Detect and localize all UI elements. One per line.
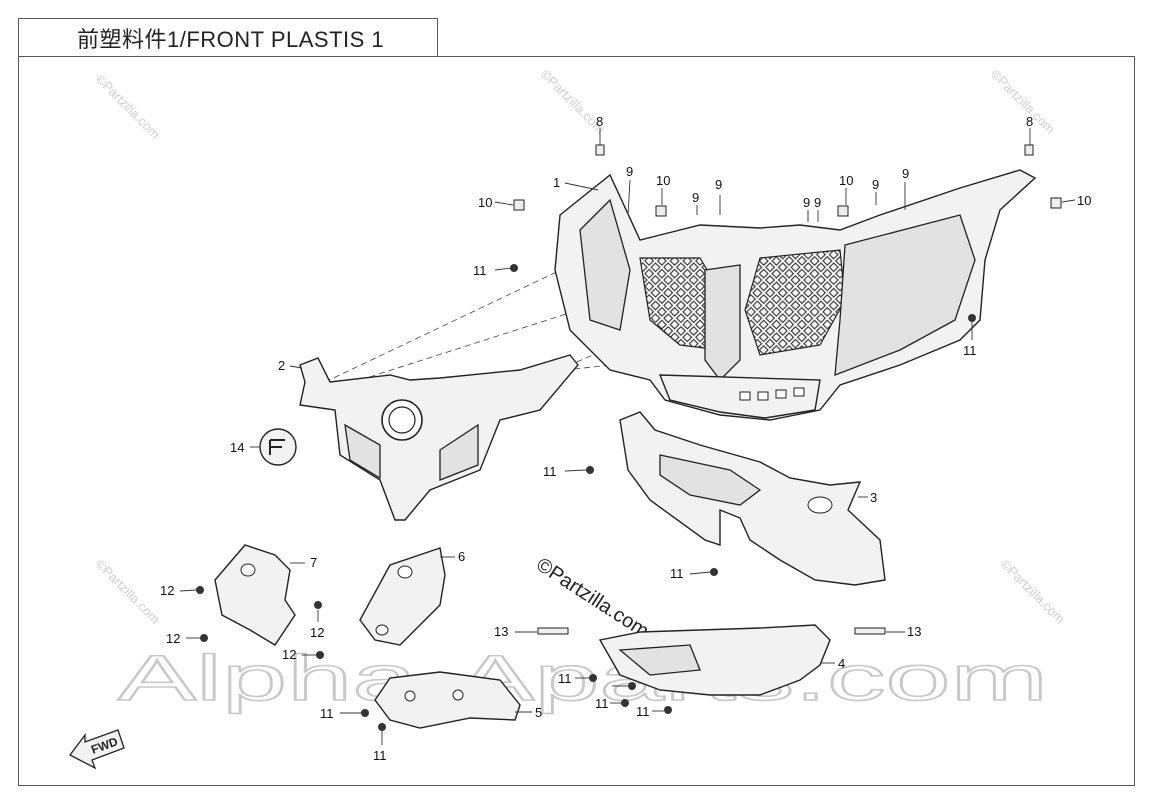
callout-11: 11 — [636, 704, 650, 719]
callout-10: 10 — [656, 173, 670, 188]
callout-9: 9 — [902, 166, 909, 181]
callout-11: 11 — [670, 566, 684, 581]
callout-4: 4 — [838, 656, 845, 671]
callout-9: 9 — [803, 195, 810, 210]
callout-8: 8 — [596, 114, 603, 129]
callout-10: 10 — [839, 173, 853, 188]
callout-11: 11 — [543, 464, 557, 479]
callout-11: 11 — [558, 671, 572, 686]
callout-5: 5 — [535, 705, 542, 720]
callout-12: 12 — [160, 583, 174, 598]
callout-13: 13 — [494, 624, 508, 639]
callout-11: 11 — [320, 706, 334, 721]
watermark-partzilla-5: ©Partzilla.com — [998, 557, 1068, 627]
callout-6: 6 — [458, 549, 465, 564]
part-14-emblem — [259, 428, 297, 466]
leader-lines — [179, 128, 1076, 745]
callout-2: 2 — [278, 358, 285, 373]
callout-14: 14 — [230, 440, 244, 455]
fasteners — [196, 144, 1062, 731]
callout-9: 9 — [715, 177, 722, 192]
part-4-skid-panel — [598, 624, 831, 696]
part-1-front-fascia — [554, 169, 1037, 421]
callout-7: 7 — [310, 555, 317, 570]
callout-10: 10 — [1077, 193, 1091, 208]
watermark-partzilla-4: ©Partzilla.com — [93, 557, 163, 627]
callouts: 8 8 1 10 10 10 10 9 9 9 9 9 9 11 11 2 14… — [160, 114, 1091, 763]
watermark-partzilla-3: ©Partzilla.com — [988, 67, 1058, 137]
callout-3: 3 — [870, 490, 877, 505]
callout-11: 11 — [373, 748, 387, 763]
callout-12: 12 — [166, 631, 180, 646]
part-5-lower-guard — [374, 671, 521, 729]
part-3-side-cover — [619, 411, 886, 586]
diagram-frame — [18, 56, 1135, 786]
callout-12: 12 — [310, 625, 324, 640]
callout-1: 1 — [553, 175, 560, 190]
callout-11: 11 — [595, 696, 609, 711]
callout-8: 8 — [1026, 114, 1033, 129]
diagram-title: 前塑料件1/FRONT PLASTIS 1 — [18, 18, 438, 56]
callout-9: 9 — [626, 164, 633, 179]
fwd-arrow-icon: FWD — [69, 729, 125, 770]
part-2-lower-bumper — [299, 354, 579, 521]
callout-9: 9 — [872, 177, 879, 192]
callout-10: 10 — [478, 195, 492, 210]
callout-9: 9 — [692, 190, 699, 205]
callout-11: 11 — [963, 343, 977, 358]
callout-11: 11 — [473, 263, 487, 278]
callout-12: 12 — [282, 647, 296, 662]
callout-13: 13 — [907, 624, 921, 639]
watermark-partzilla-1: ©Partzilla.com — [93, 72, 163, 142]
part-6-bracket-cover — [359, 547, 446, 646]
part-7-bracket-cover — [214, 544, 296, 646]
callout-9: 9 — [814, 195, 821, 210]
